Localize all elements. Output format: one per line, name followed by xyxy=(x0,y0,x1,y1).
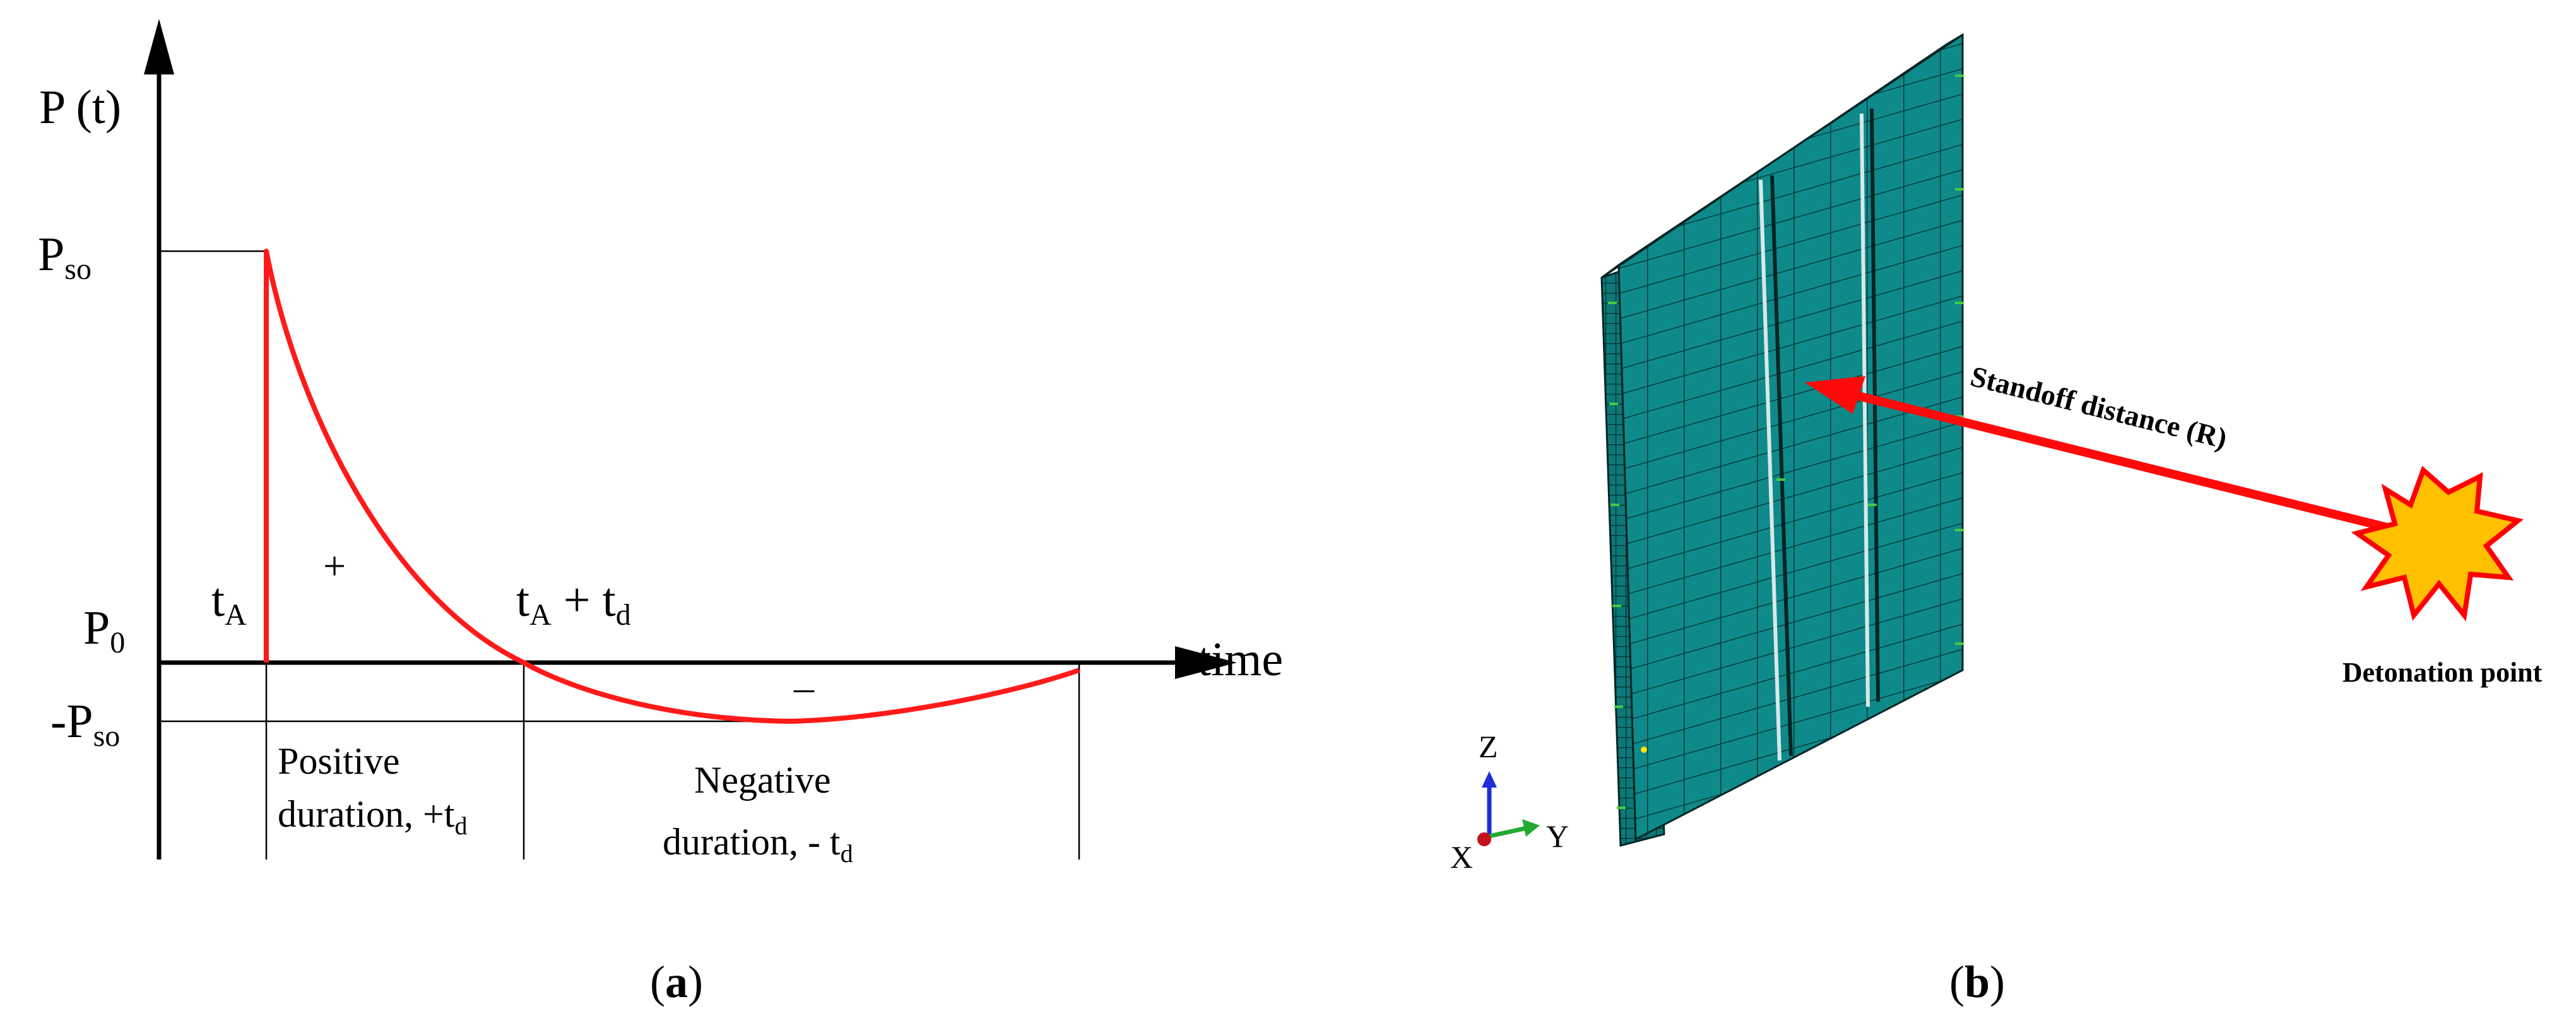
x-axis-arrowhead xyxy=(1175,646,1237,679)
ambient-pressure-label: P0 xyxy=(83,601,125,659)
standoff-distance-label: Standoff distance (R) xyxy=(1968,360,2231,454)
y-axis-arrowhead xyxy=(144,19,174,74)
detonation-point-label: Detonation point xyxy=(2343,657,2543,688)
overpressure-curve xyxy=(264,249,1080,724)
coordinate-triad: Z Y X xyxy=(1450,729,1569,875)
negative-phase-sign: – xyxy=(793,665,815,709)
wall-stiffener-1 xyxy=(1759,179,1781,761)
panel-a-caption: (a) xyxy=(650,957,703,1007)
x-axis-label: time xyxy=(1198,633,1283,686)
positive-phase-sign: + xyxy=(323,543,346,588)
positive-duration-label: Positive duration, +td xyxy=(278,740,467,840)
boundary-markers xyxy=(1608,74,1964,809)
arrival-time-label: tA xyxy=(211,574,247,632)
standoff-arrowhead xyxy=(1805,376,1865,414)
panel-b-wall-blast-model: Standoff distance (R) Detonation point Z… xyxy=(1450,33,2543,1007)
wall-top-edge xyxy=(1601,33,1963,279)
negative-peak-label: -Pso xyxy=(50,695,120,753)
negative-duration-label: Negative duration, - td xyxy=(663,759,853,868)
wall-stiffener-2 xyxy=(1860,113,1870,707)
triad-x-label: X xyxy=(1450,839,1473,875)
wall-stiffener-2-shadow xyxy=(1870,108,1880,702)
peak-pressure-label: Pso xyxy=(38,228,92,286)
detonation-burst-icon xyxy=(2351,466,2524,622)
triad-y-label: Y xyxy=(1546,818,1569,854)
wall-stiffener-1-shadow xyxy=(1770,175,1793,757)
standoff-arrow-line xyxy=(1851,390,2399,535)
triad-x-axis xyxy=(1477,832,1491,846)
triad-y-axis xyxy=(1489,825,1528,839)
reference-node xyxy=(1641,747,1647,753)
triad-z-label: Z xyxy=(1479,729,1498,764)
end-positive-phase-label: tA + td xyxy=(516,574,631,632)
panel-b-caption: (b) xyxy=(1949,957,2005,1007)
y-axis-label: P (t) xyxy=(39,81,121,134)
panel-a-pressure-time-diagram: P (t) time Pso P0 -Pso tA tA + td + – Po… xyxy=(38,19,1283,1007)
